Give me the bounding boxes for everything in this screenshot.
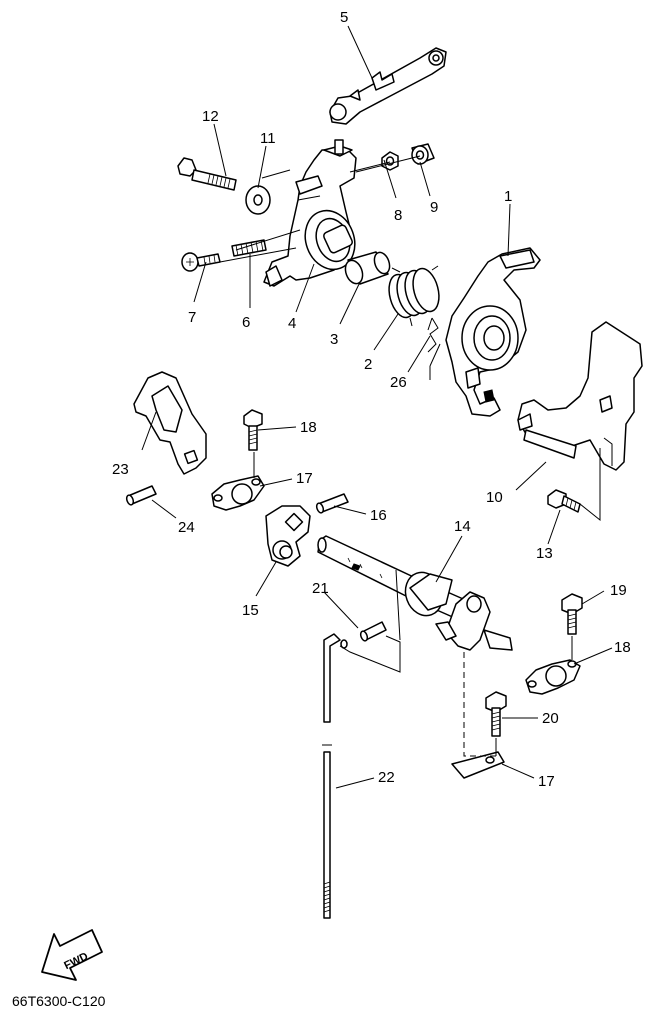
- callout-12: 12: [202, 108, 219, 125]
- callout-21: 22: [378, 769, 395, 786]
- callout-24: 24: [178, 519, 195, 536]
- callout-5: 5: [340, 9, 348, 26]
- callout-4: 4: [288, 315, 296, 332]
- part-22-pin: [359, 621, 387, 642]
- callout-3: 3: [330, 331, 338, 348]
- alignment-lines: [219, 155, 601, 757]
- part-23-bracket: [133, 371, 207, 475]
- callout-6: 6: [242, 314, 250, 331]
- part-13-bolt: [547, 489, 581, 513]
- part-16-pin: [315, 493, 349, 514]
- part-6-spring: [231, 239, 267, 257]
- part-24-pin: [125, 485, 157, 506]
- callout-2: 2: [364, 356, 372, 373]
- callout-10: 10: [486, 489, 503, 506]
- callout-9: 9: [430, 199, 438, 216]
- callout-15: 15: [242, 602, 259, 619]
- callout-13: 13: [536, 545, 553, 562]
- callout-18b: 19: [610, 582, 627, 599]
- part-11-washer: [245, 185, 271, 215]
- part-14-shift-shaft: [317, 535, 513, 651]
- callout-17a: 17: [296, 470, 313, 487]
- part-20-bolt: [485, 691, 507, 737]
- callout-26: 26: [390, 374, 407, 391]
- part-18b-bolt: [561, 593, 583, 635]
- part-3-sleeve: [344, 251, 391, 285]
- part-26-clip: [427, 317, 439, 353]
- part-21-rod: [322, 633, 348, 919]
- part-9-collar: [411, 143, 435, 165]
- callout-labels: 5 12 11 8 9 1 7 6 4 3 2 26 18 23 17 10 1…: [112, 9, 631, 790]
- part-15-lever: [265, 505, 311, 567]
- part-10-bracket: [517, 321, 643, 471]
- callout-18a: 18: [300, 419, 317, 436]
- callout-20: 20: [542, 710, 559, 727]
- callout-22: 21: [312, 580, 329, 597]
- callout-16: 16: [370, 507, 387, 524]
- part-5-link-arm: [329, 47, 447, 125]
- part-1-shift-lever: [445, 247, 541, 417]
- part-7-screw: [181, 252, 221, 272]
- callout-23: 23: [112, 461, 129, 478]
- part-2-coil-spring: [388, 265, 440, 327]
- callout-8: 8: [394, 207, 402, 224]
- leader-lines: [141, 25, 613, 789]
- part-12-bolt: [177, 157, 237, 191]
- callout-11: 11: [260, 130, 276, 147]
- callout-17b: 18: [614, 639, 631, 656]
- part-17a-clamp: [211, 475, 265, 511]
- callout-14: 14: [454, 518, 471, 535]
- callout-1: 1: [504, 188, 512, 205]
- callout-7: 7: [188, 309, 196, 326]
- callout-19: 17: [538, 773, 555, 790]
- part-18a-bolt: [243, 409, 263, 451]
- part-17b-clamp: [525, 659, 581, 695]
- part-4-lever-bracket: [263, 139, 357, 287]
- diagram-code: 66T6300-C120: [12, 993, 106, 1009]
- fwd-arrow: FWD: [41, 929, 103, 981]
